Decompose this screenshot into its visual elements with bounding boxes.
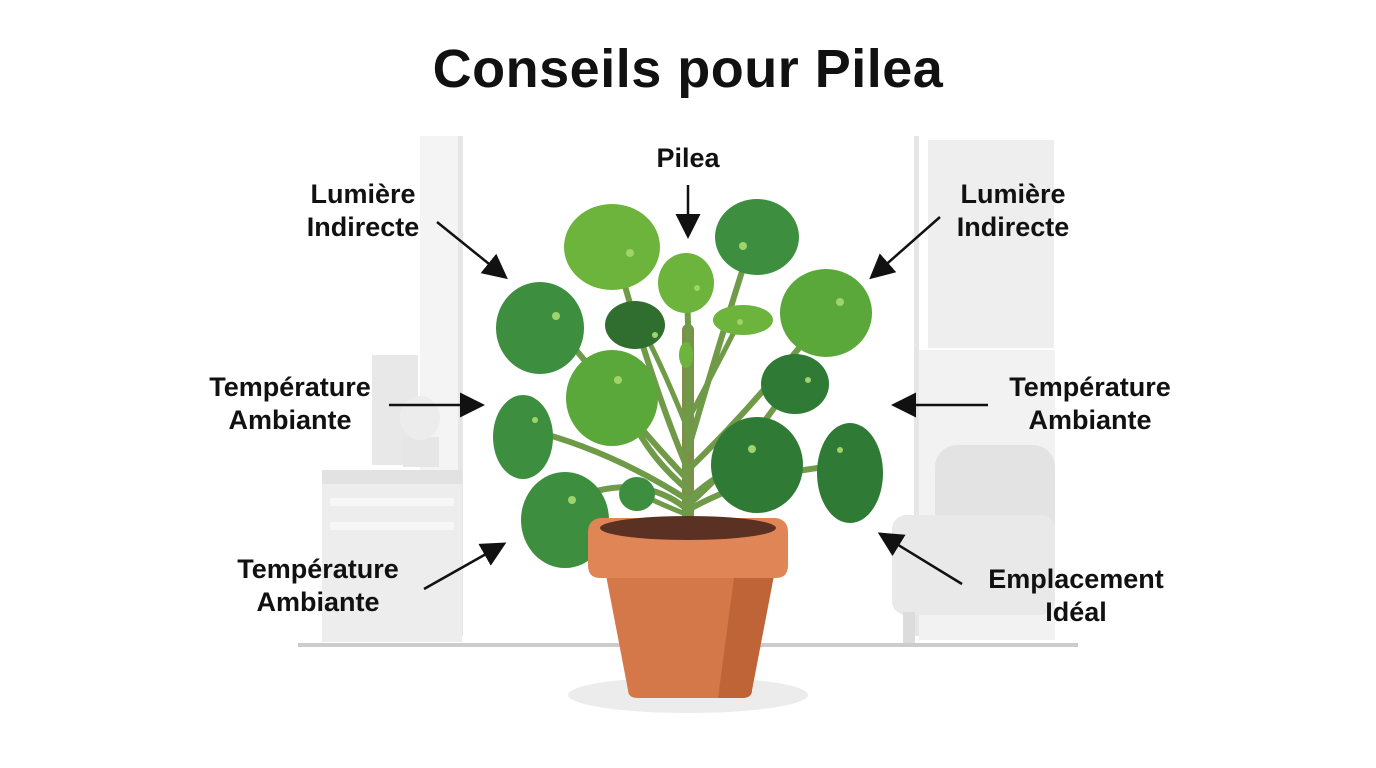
label-placement: Emplacement Idéal bbox=[988, 564, 1164, 627]
leaf bbox=[619, 477, 655, 511]
label-pilea: Pilea bbox=[656, 143, 720, 173]
leaf bbox=[493, 395, 553, 479]
leaf bbox=[564, 204, 660, 290]
left-small-pot bbox=[403, 437, 439, 467]
leaf bbox=[496, 282, 584, 374]
leaf-highlights bbox=[532, 242, 844, 504]
leaf-bud bbox=[679, 342, 693, 368]
leaf bbox=[566, 350, 658, 446]
arrow-placement bbox=[877, 532, 963, 586]
arrow-light-right bbox=[869, 216, 941, 280]
page-title: Conseils pour Pilea bbox=[432, 39, 944, 99]
label-temp-bottom-left: Température Ambiante bbox=[237, 554, 399, 617]
leaf bbox=[711, 417, 803, 513]
right-armchair-seat bbox=[892, 515, 1055, 615]
terracotta-pot bbox=[588, 516, 788, 698]
annotation-arrows bbox=[389, 185, 988, 591]
pot-side-shade bbox=[718, 570, 775, 698]
leaf bbox=[521, 472, 609, 568]
arrow-light-left bbox=[436, 221, 508, 280]
leaf bbox=[761, 354, 829, 414]
left-cabinet-drawer-2 bbox=[330, 522, 454, 530]
label-light-right: Lumière Indirecte bbox=[956, 179, 1070, 242]
leaf bbox=[715, 199, 799, 275]
label-light-left: Lumière Indirecte bbox=[306, 179, 420, 242]
leaf bbox=[817, 423, 883, 523]
arrow-temp-bottom-left bbox=[423, 542, 507, 591]
leaf bbox=[713, 305, 773, 335]
label-temp-right: Température Ambiante bbox=[1009, 372, 1171, 435]
leaf bbox=[658, 253, 714, 313]
left-small-plant bbox=[400, 396, 440, 440]
left-cabinet-top bbox=[322, 470, 462, 484]
left-cabinet-drawer bbox=[330, 498, 454, 506]
leaf bbox=[780, 269, 872, 357]
right-armchair-leg bbox=[903, 612, 915, 644]
leaf bbox=[605, 301, 665, 349]
right-window bbox=[928, 140, 1054, 348]
room-background bbox=[298, 136, 1078, 713]
left-window-frame bbox=[458, 136, 463, 636]
right-window-frame bbox=[914, 136, 919, 636]
plant-leaves bbox=[493, 199, 883, 568]
label-temp-left: Température Ambiante bbox=[209, 372, 371, 435]
pot-soil bbox=[600, 516, 776, 540]
